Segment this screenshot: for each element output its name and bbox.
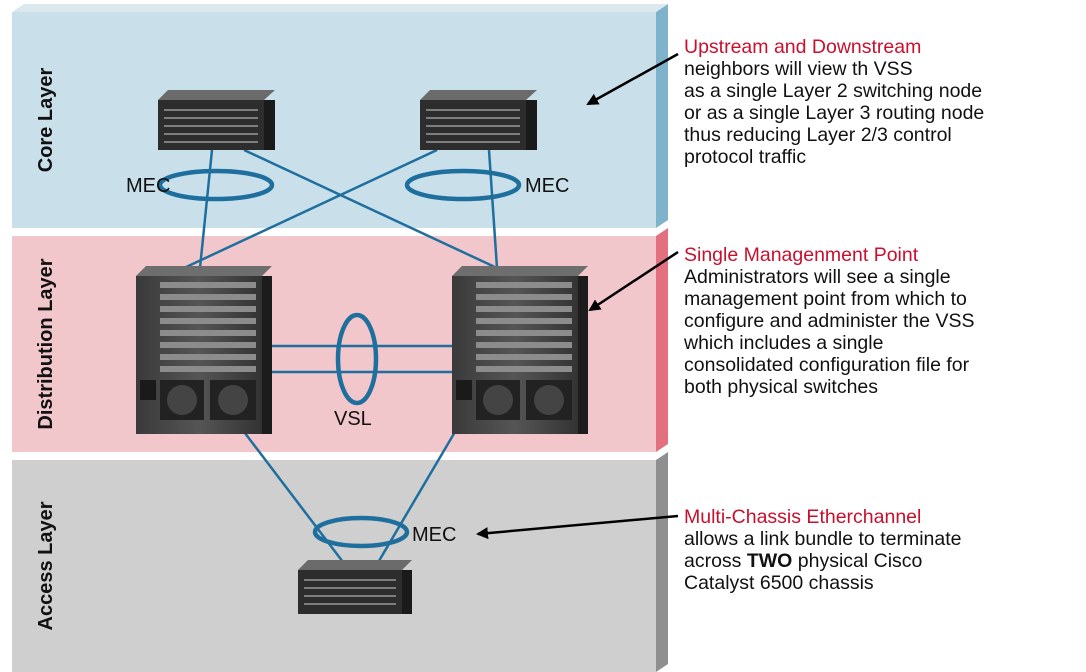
note-management-line: Administrators will see a single (684, 266, 951, 288)
link-coreR-distR (487, 149, 499, 269)
access-layer-band (12, 452, 668, 672)
note-mec-text: physical Cisco (792, 550, 923, 572)
core-right-mec-label: MEC (525, 175, 569, 197)
arrow-to-distribution (588, 250, 679, 312)
note-management-line: which includes a single (684, 332, 884, 354)
note-upstream-heading: Upstream and Downstream (684, 36, 922, 58)
core-switch-right (420, 90, 537, 150)
note-upstream-line: thus reducing Layer 2/3 control (684, 124, 952, 146)
note-mec-line: allows a link bundle to terminate (684, 528, 962, 550)
note-management-heading: Single Managenment Point (684, 244, 919, 266)
note-management-line: consolidated configuration file for (684, 354, 970, 376)
access-mec-label: MEC (412, 524, 456, 546)
core-left-mec-label: MEC (126, 175, 170, 197)
core-right-mec-ring (404, 168, 522, 202)
note-upstream: Upstream and Downstream neighbors will v… (684, 36, 984, 168)
rings (157, 168, 522, 549)
arrow-to-access-mec (476, 514, 679, 540)
note-management: Single Managenment Point Administrators … (684, 244, 975, 398)
note-upstream-line: protocol traffic (684, 146, 807, 168)
note-management-line: configure and administer the VSS (684, 310, 975, 332)
note-mec-line: Catalyst 6500 chassis (684, 572, 874, 594)
note-mec-line: across TWO physical Cisco (684, 550, 962, 572)
note-upstream-line: as a single Layer 2 switching node (684, 80, 983, 102)
links (183, 148, 499, 567)
note-upstream-line: or as a single Layer 3 routing node (684, 102, 985, 124)
arrow-to-core (586, 52, 679, 106)
note-management-line: management point from which to (684, 288, 967, 310)
link-coreL-distR (243, 148, 498, 270)
core-layer-label: Core Layer (35, 68, 57, 173)
distribution-switch-right (452, 266, 588, 434)
link-coreR-distL (183, 148, 438, 270)
vsl-label: VSL (334, 408, 372, 430)
vsl-ring (335, 312, 379, 406)
access-layer-label: Access Layer (35, 501, 57, 630)
note-management-line: both physical switches (684, 376, 879, 398)
core-switch-left (158, 90, 275, 150)
note-mec-emphasis: TWO (746, 550, 793, 572)
note-mec-text: across (684, 550, 747, 572)
access-switch (298, 560, 412, 614)
distribution-layer-label: Distribution Layer (35, 258, 57, 429)
note-mec-heading: Multi-Chassis Etherchannel (684, 506, 922, 528)
note-mec: Multi-Chassis Etherchannel allows a link… (684, 506, 962, 594)
distribution-switch-left (136, 266, 272, 434)
core-left-mec-ring (157, 168, 275, 202)
note-upstream-line: neighbors will view th VSS (684, 58, 913, 80)
access-mec-ring (312, 515, 410, 549)
